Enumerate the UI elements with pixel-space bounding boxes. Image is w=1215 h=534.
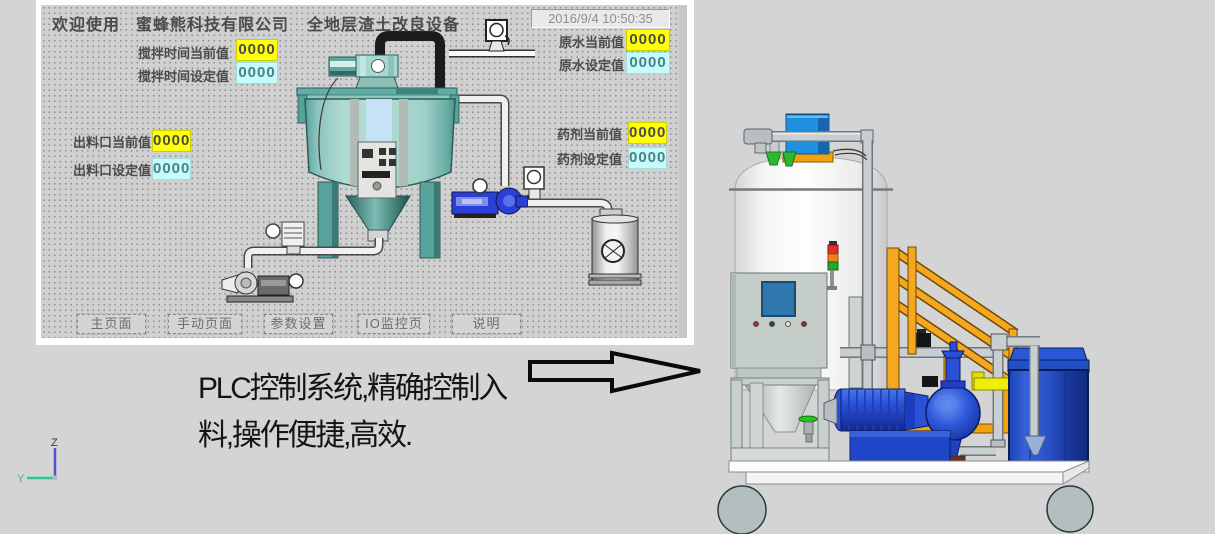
svg-text:Y: Y (17, 473, 25, 485)
svg-text:Z: Z (51, 437, 58, 449)
